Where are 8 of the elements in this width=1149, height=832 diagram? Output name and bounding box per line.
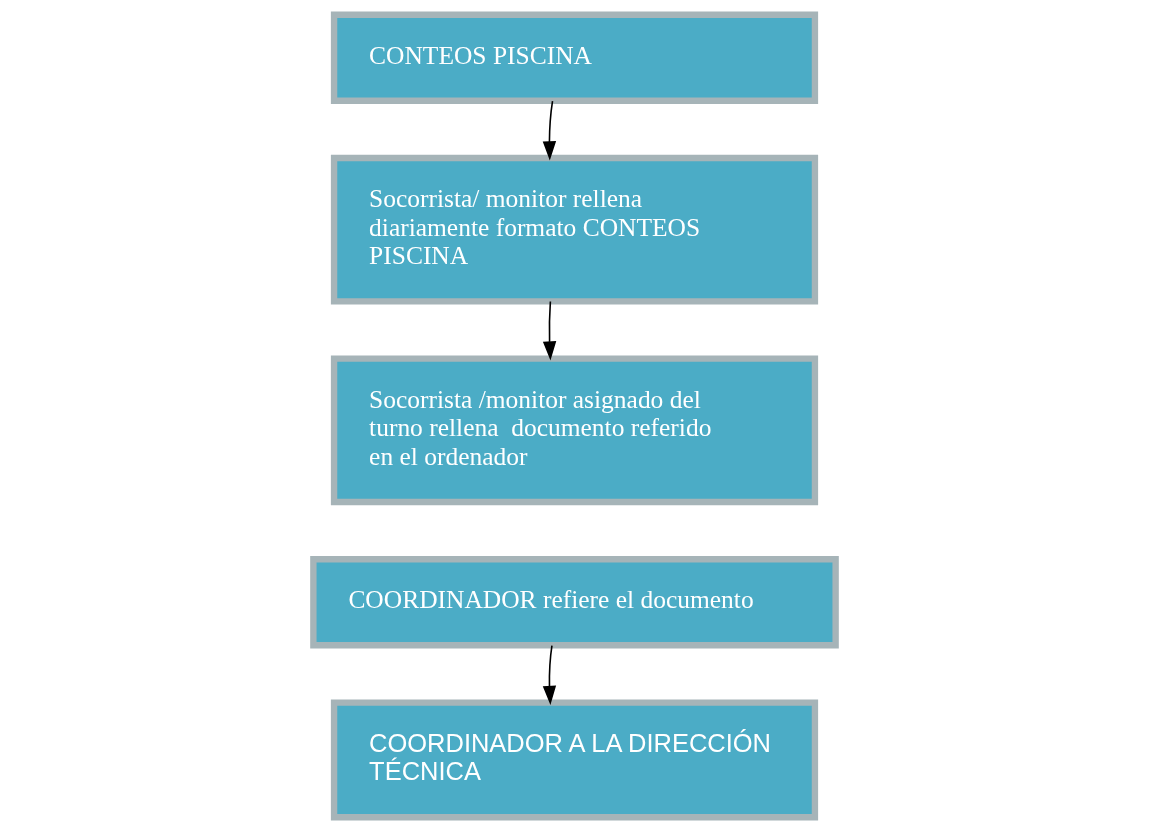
arrow	[542, 300, 557, 361]
arrow	[542, 100, 557, 161]
node-box: Socorrista/ monitor rellena diariamente formato CONTEOS PISCINA	[330, 154, 819, 305]
node-box: Socorrista /monitor asignado del turno rellena documento referido en el ordenador	[330, 355, 819, 506]
node-box: COORDINADOR refiere el documento	[310, 556, 839, 649]
arrow	[542, 644, 557, 705]
node-box: COORDINADOR A LA DIRECCIÓN TÉCNICA	[330, 699, 819, 821]
node-box: CONTEOS PISCINA	[330, 11, 819, 104]
